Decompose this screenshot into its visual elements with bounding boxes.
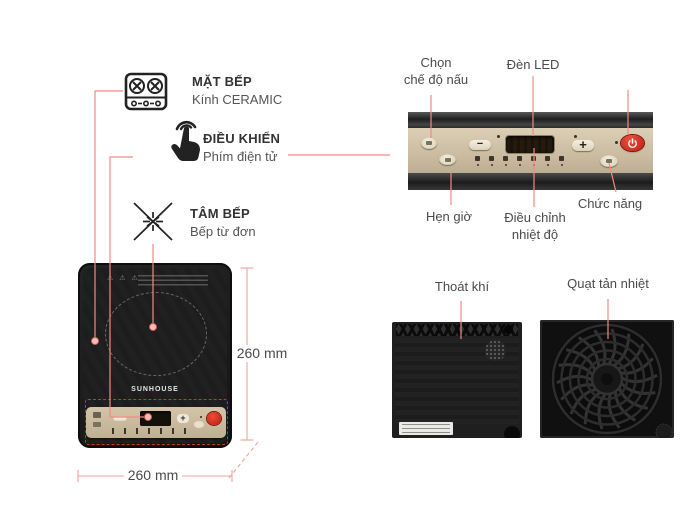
vent-hole bbox=[504, 325, 513, 334]
indicator-dot-right bbox=[574, 135, 577, 138]
fan-grille bbox=[540, 320, 674, 438]
mini-control-panel: + bbox=[86, 407, 226, 438]
feature-burner-title: TÂM BẾP bbox=[190, 206, 250, 221]
callout-cook-mode: Chọn chế độ nấu bbox=[403, 55, 469, 87]
panel-top-band bbox=[408, 112, 653, 128]
power-icon bbox=[628, 137, 637, 148]
warning-text-lines bbox=[138, 275, 208, 287]
height-dimension: 260 mm bbox=[234, 345, 290, 362]
feature-control: ĐIỀU KHIỂN Phím điện tử bbox=[203, 131, 280, 164]
mini-indicator-dot bbox=[200, 416, 202, 418]
mode-indicator-icon bbox=[475, 156, 480, 166]
burner-center-icon bbox=[130, 200, 176, 248]
product-sticker bbox=[399, 422, 453, 435]
mode-indicator-icon bbox=[489, 156, 494, 166]
callout-timer: Hẹn giờ bbox=[425, 209, 473, 224]
mini-power-button bbox=[207, 412, 221, 425]
ceramic-cooktop-icon bbox=[124, 71, 168, 117]
rubber-foot bbox=[504, 426, 520, 438]
cooling-fan-image bbox=[540, 320, 674, 438]
control-area-highlight bbox=[85, 399, 228, 445]
feature-cooktop-title: MẶT BẾP bbox=[192, 74, 252, 89]
mode-indicator-icon bbox=[559, 156, 564, 166]
mode-indicator-icon bbox=[503, 156, 508, 166]
touch-control-icon bbox=[169, 115, 203, 168]
mode-indicator-icon bbox=[517, 156, 522, 166]
feature-cooktop-subtitle: Kính CERAMIC bbox=[192, 92, 283, 107]
mini-mode-icon bbox=[93, 412, 101, 418]
minus-button: − bbox=[469, 139, 491, 150]
feature-cooktop: MẶT BẾP Kính CERAMIC bbox=[192, 74, 282, 107]
indicator-dot-left bbox=[497, 135, 500, 138]
product-front-image: ⚠ ⚠ ⚠ SUNHOUSE + bbox=[78, 263, 232, 448]
power-button bbox=[621, 135, 644, 151]
mini-minus-button bbox=[113, 416, 127, 421]
mini-indicator-row bbox=[112, 428, 192, 434]
brand-logo: SUNHOUSE bbox=[131, 386, 179, 393]
plus-button: + bbox=[572, 138, 594, 151]
callout-function: Chức năng bbox=[577, 196, 643, 211]
mini-timer-icon bbox=[93, 422, 101, 427]
mode-indicator-icon bbox=[545, 156, 550, 166]
feature-control-title: ĐIỀU KHIỂN bbox=[203, 131, 281, 146]
sticker-text-lines bbox=[402, 424, 450, 433]
cook-mode-button bbox=[421, 137, 437, 149]
control-panel-image: − + bbox=[408, 112, 653, 190]
mini-function-button bbox=[194, 421, 204, 428]
warning-icons: ⚠ ⚠ ⚠ bbox=[107, 275, 140, 282]
feature-control-subtitle: Phím điện tử bbox=[203, 149, 278, 164]
vent-speaker-grille bbox=[485, 340, 506, 361]
timer-button bbox=[439, 154, 456, 165]
function-button bbox=[600, 155, 618, 167]
callout-cooling-fan: Quạt tản nhiệt bbox=[567, 276, 649, 291]
feature-burner-subtitle: Bếp từ đơn bbox=[190, 224, 256, 239]
mini-plus-button: + bbox=[177, 414, 189, 423]
vent-slits bbox=[396, 324, 518, 336]
callout-led: Đèn LED bbox=[506, 57, 560, 72]
panel-bottom-band bbox=[408, 173, 653, 190]
mini-led-display bbox=[140, 411, 171, 426]
feature-burner: TÂM BẾP Bếp từ đơn bbox=[190, 206, 256, 239]
mode-indicator-icon bbox=[531, 156, 536, 166]
width-dimension: 260 mm bbox=[124, 467, 182, 484]
callout-air-outlet: Thoát khí bbox=[434, 279, 490, 294]
air-outlet-image bbox=[392, 322, 522, 438]
cooking-zone-circle bbox=[105, 292, 207, 376]
callout-temp-adjust: Điều chỉnh nhiệt độ bbox=[504, 210, 566, 242]
led-display bbox=[506, 136, 554, 153]
power-indicator-dot bbox=[615, 141, 618, 144]
